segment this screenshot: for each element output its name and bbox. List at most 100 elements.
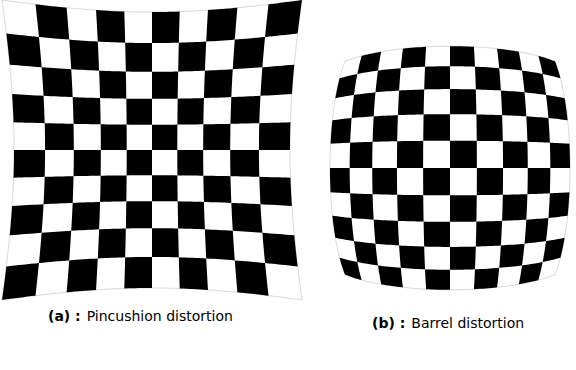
black-square <box>100 175 127 202</box>
black-square <box>450 89 476 114</box>
black-square <box>503 141 528 168</box>
black-square <box>231 203 262 233</box>
black-square <box>126 99 152 125</box>
black-square <box>99 71 126 99</box>
black-square <box>423 168 450 195</box>
black-square <box>476 114 502 141</box>
black-square <box>374 220 399 246</box>
black-square <box>67 258 98 292</box>
black-square <box>152 175 178 201</box>
black-square <box>101 124 127 150</box>
black-square <box>203 124 230 150</box>
black-square <box>35 4 69 39</box>
black-square <box>179 257 208 290</box>
caption-text: Barrel distortion <box>411 315 524 331</box>
black-square <box>499 244 524 268</box>
black-square <box>519 262 543 284</box>
black-square <box>550 143 570 168</box>
black-square <box>2 263 39 300</box>
black-square <box>423 114 450 141</box>
black-square <box>425 269 450 289</box>
black-square <box>450 195 477 222</box>
black-square <box>397 141 423 168</box>
black-square <box>177 98 204 125</box>
black-square <box>450 46 475 66</box>
black-square <box>178 201 205 229</box>
black-square <box>262 233 297 267</box>
black-square <box>42 67 73 97</box>
black-square <box>12 94 45 123</box>
black-square <box>352 92 376 118</box>
black-square <box>45 123 74 150</box>
black-square <box>152 12 180 44</box>
black-square <box>398 89 424 115</box>
black-square <box>543 238 565 262</box>
board-outline <box>330 46 570 290</box>
black-square <box>424 222 450 247</box>
black-square <box>476 221 502 247</box>
black-square <box>71 202 100 231</box>
black-square <box>260 65 294 96</box>
black-square <box>69 40 99 71</box>
black-square <box>204 69 233 98</box>
black-square <box>206 8 237 42</box>
black-square <box>397 195 423 222</box>
caption-text: Pincushion distortion <box>87 308 233 324</box>
black-square <box>44 176 74 204</box>
black-square <box>265 0 302 37</box>
board-outline <box>2 0 302 300</box>
black-square <box>424 66 450 89</box>
black-square <box>152 228 179 257</box>
black-square <box>335 74 357 98</box>
black-square <box>331 118 352 144</box>
black-square <box>96 10 125 43</box>
black-square <box>152 72 178 99</box>
black-square <box>475 67 501 91</box>
black-square <box>39 231 71 263</box>
black-square <box>205 229 235 260</box>
black-square <box>126 201 152 228</box>
black-square <box>203 176 231 203</box>
black-square <box>357 52 381 74</box>
black-square <box>350 142 373 168</box>
black-square <box>522 71 546 95</box>
black-square <box>546 95 568 120</box>
black-square <box>10 204 44 235</box>
black-square <box>502 194 527 221</box>
black-square <box>350 193 374 219</box>
black-square <box>127 150 152 175</box>
black-square <box>375 68 400 92</box>
black-square <box>548 192 569 218</box>
black-square <box>526 116 550 142</box>
black-square <box>14 150 46 178</box>
black-square <box>378 265 403 287</box>
black-square <box>152 125 177 150</box>
black-square <box>497 49 522 71</box>
black-square <box>399 245 425 269</box>
black-square <box>73 97 101 124</box>
black-square <box>330 168 350 193</box>
black-square <box>259 122 291 150</box>
black-square <box>230 96 260 124</box>
black-square <box>259 177 292 206</box>
black-square <box>450 141 477 168</box>
black-square <box>354 241 378 265</box>
black-square <box>124 257 152 289</box>
barrel-checkerboard <box>330 46 570 290</box>
black-square <box>401 47 426 68</box>
black-square <box>98 228 126 258</box>
black-square <box>230 150 259 177</box>
subfigure-tag: (b) : <box>372 315 405 331</box>
black-square <box>501 91 526 117</box>
subfigure-tag: (a) : <box>48 308 81 324</box>
black-square <box>177 150 203 176</box>
black-square <box>525 218 549 244</box>
black-square <box>373 115 398 142</box>
pincushion-checkerboard <box>2 0 302 300</box>
black-square <box>125 43 152 72</box>
black-square <box>372 168 397 195</box>
black-square <box>332 216 354 241</box>
black-square <box>74 150 101 176</box>
